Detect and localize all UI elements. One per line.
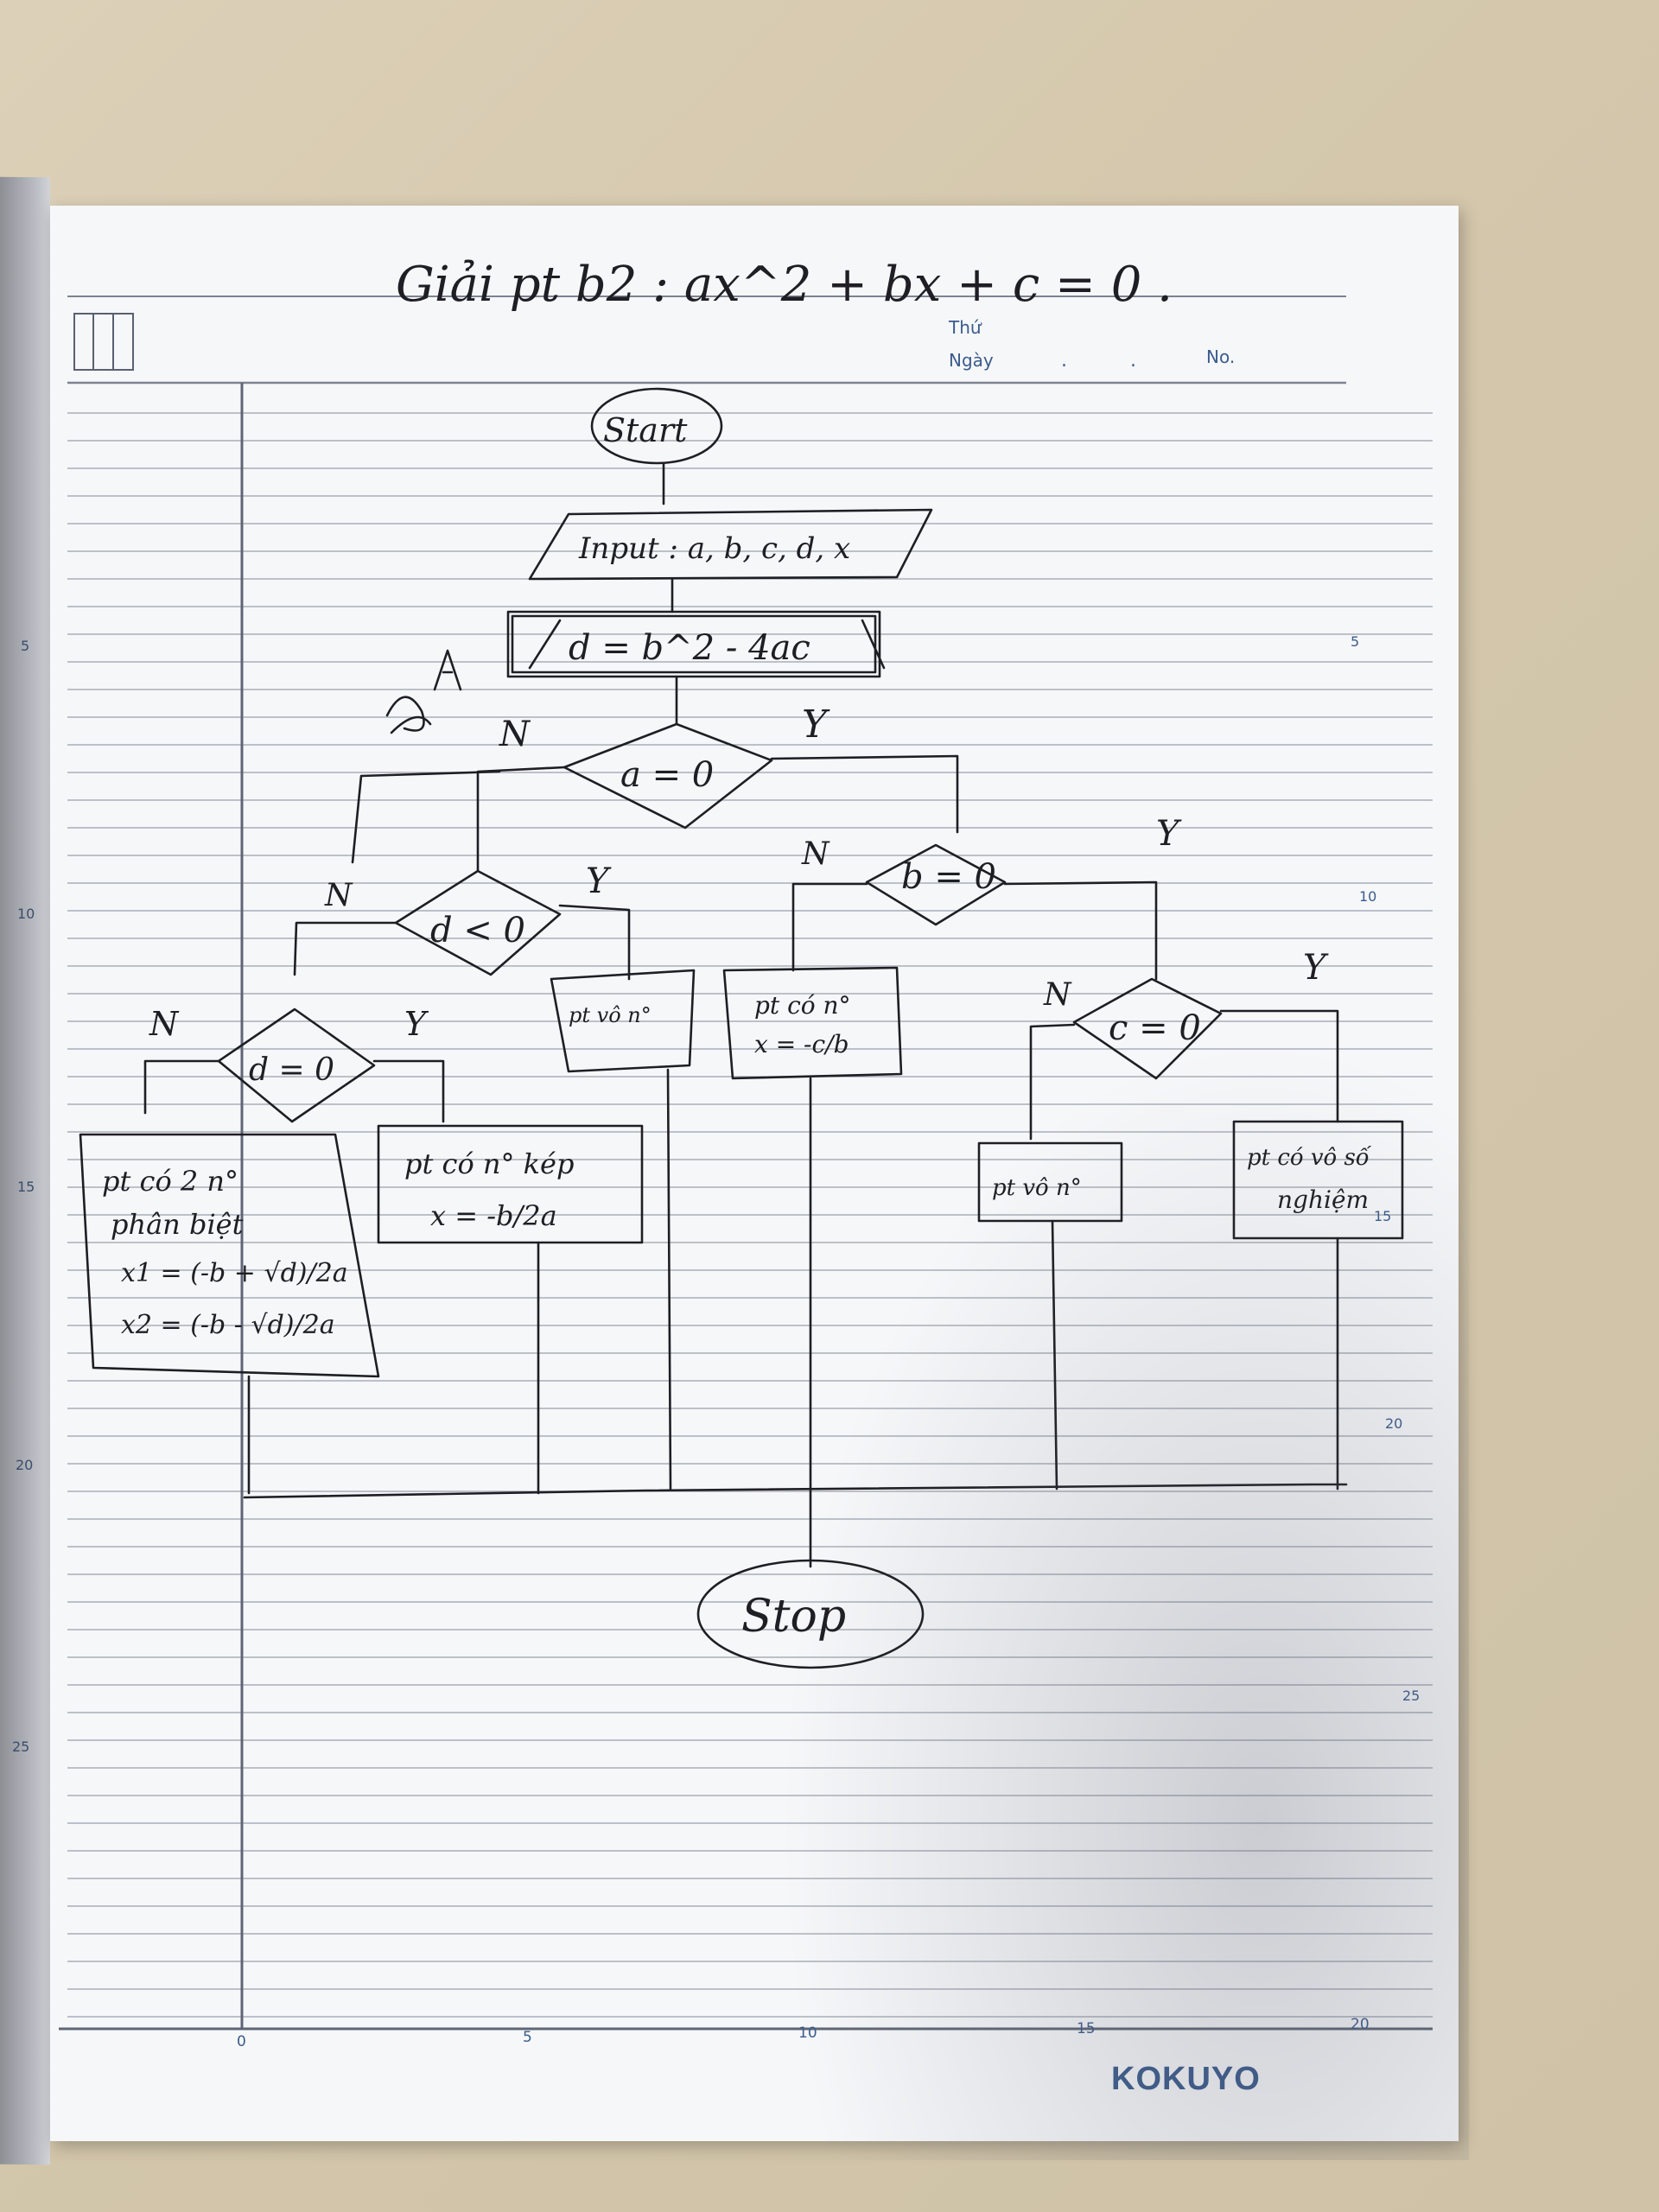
output-no-root-1: pt vô n° [569,1003,652,1027]
left-tick-5: 5 [21,638,30,654]
stop-node: Stop [741,1591,846,1643]
no-label: No. [1206,346,1235,367]
ruler-tick-15: 15 [1077,2020,1096,2037]
start-node: Start [603,411,688,449]
output-two-roots-x2: x2 = (-b - √d)/2a [121,1310,335,1340]
output-infinite-line2: nghiệm [1277,1185,1369,1214]
date-dot-1: . [1061,350,1067,372]
cond-d-negative: d < 0 [430,911,525,950]
cond-d-zero-no-label: N [149,1005,180,1043]
right-tick-25: 25 [1402,1688,1420,1704]
ruler-tick-5: 5 [523,2029,532,2046]
delta-process-node: d = b^2 - 4ac [569,628,810,668]
output-linear-line2: x = -c/b [754,1030,849,1058]
output-two-roots-line1: pt có 2 n° [102,1165,238,1198]
output-linear-line1: pt có n° [754,991,851,1020]
brand-logo: KOKUYO [1111,2061,1261,2097]
thu-label: Thứ [948,317,982,338]
flowchart-lines [79,387,1404,1669]
cond-d-neg-yes-label: Y [586,861,612,901]
cond-a-no-label: N [499,715,531,754]
cond-a-zero: a = 0 [620,755,714,795]
output-two-roots-x1: x1 = (-b + √d)/2a [121,1258,348,1288]
output-infinite-line1: pt có vô số [1247,1145,1372,1171]
previous-notebook-page [0,176,50,2165]
ruler-tick-10: 10 [798,2024,817,2042]
ruler-tick-20: 20 [1351,2016,1370,2033]
ngay-label: Ngày [949,350,994,371]
page-title: Giải pt b2 : ax^2 + bx + c = 0 . [396,257,1173,313]
cond-a-yes-label: Y [802,702,830,747]
flowchart-text: Start Input : a, b, c, d, x d = b^2 - 4a… [102,411,1372,1643]
cond-b-zero: b = 0 [901,857,996,897]
output-two-roots-line2: phân biệt [111,1208,244,1241]
right-ruler: 5 10 15 20 25 [1351,633,1420,1704]
right-tick-20: 20 [1385,1415,1402,1432]
bottom-ruler: 0 5 10 15 20 [237,2016,1370,2050]
output-double-root-line2: x = -b/2a [430,1199,557,1232]
right-tick-10: 10 [1359,888,1376,905]
input-node: Input : a, b, c, d, x [578,531,850,566]
left-tick-20: 20 [16,1457,34,1473]
cond-d-neg-no-label: N [324,878,353,913]
ruled-lines [67,412,1433,2018]
left-tick-15: 15 [17,1179,35,1195]
left-tick-25: 25 [12,1738,30,1755]
notebook-page: Giải pt b2 : ax^2 + bx + c = 0 . Thứ Ngà… [50,206,1459,2141]
ruler-tick-0: 0 [237,2033,246,2050]
date-dot-2: . [1130,350,1136,372]
output-no-root-2: pt vô n° [992,1175,1082,1201]
cond-c-yes-label: Y [1303,948,1329,988]
right-tick-15: 15 [1374,1208,1391,1224]
notebook-canvas: Giải pt b2 : ax^2 + bx + c = 0 . Thứ Ngà… [59,257,1433,2097]
left-tick-10: 10 [17,906,35,922]
cond-c-no-label: N [1043,977,1072,1013]
cond-d-zero-yes-label: Y [404,1005,429,1043]
svg-text:KOKUYO: KOKUYO [1111,2061,1261,2097]
right-tick-5: 5 [1351,633,1359,650]
cond-d-zero: d = 0 [249,1052,334,1088]
cond-b-yes-label: Y [1156,814,1182,854]
cond-b-no-label: N [801,836,830,872]
index-box-icon [73,313,134,371]
cond-c-zero: c = 0 [1109,1008,1201,1048]
output-double-root-line1: pt có n° kép [404,1147,574,1180]
